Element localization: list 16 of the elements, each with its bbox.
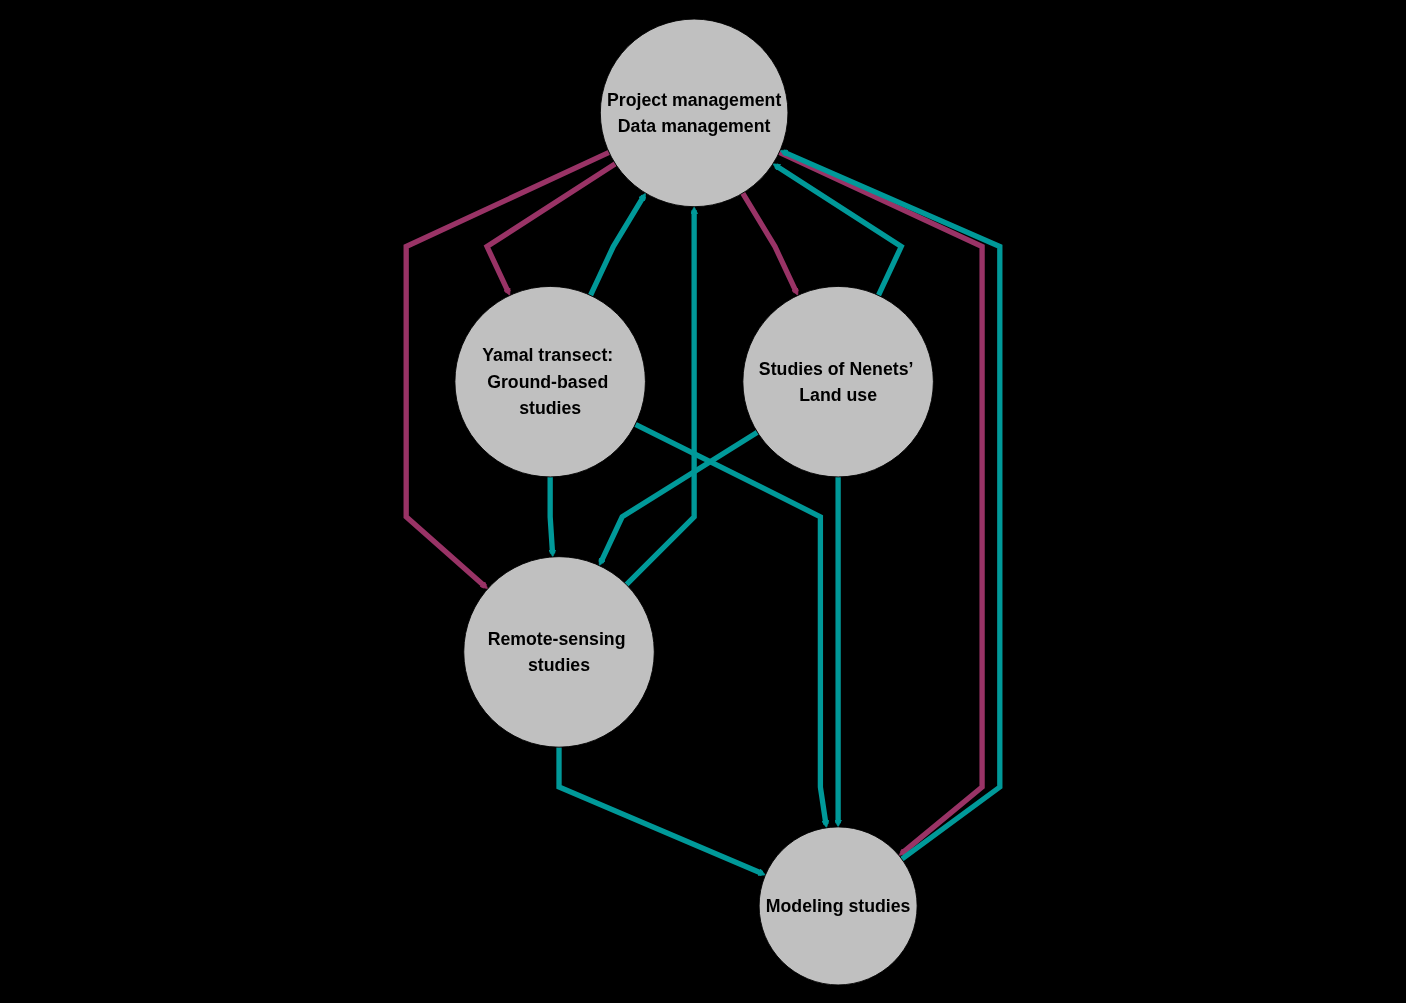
- node-circle: Remote-sensing studies: [463, 555, 655, 748]
- arrow: [588, 192, 647, 296]
- arrow: [634, 421, 830, 828]
- arrow: [403, 149, 611, 589]
- arrow: [547, 476, 557, 557]
- arrow: [740, 191, 799, 296]
- node-circle: Yamal transect: Ground-based studies: [454, 285, 646, 477]
- arrow: [772, 162, 905, 296]
- node-circle: Modeling studies: [758, 825, 918, 985]
- arrow: [483, 161, 617, 296]
- arrow: [598, 429, 759, 566]
- node-circle: Studies of Nenets’ Land use: [742, 285, 934, 477]
- arrow: [556, 746, 766, 876]
- arrow: [834, 476, 842, 827]
- arrow: [624, 205, 699, 586]
- node-circle: Project management Data management: [599, 18, 789, 207]
